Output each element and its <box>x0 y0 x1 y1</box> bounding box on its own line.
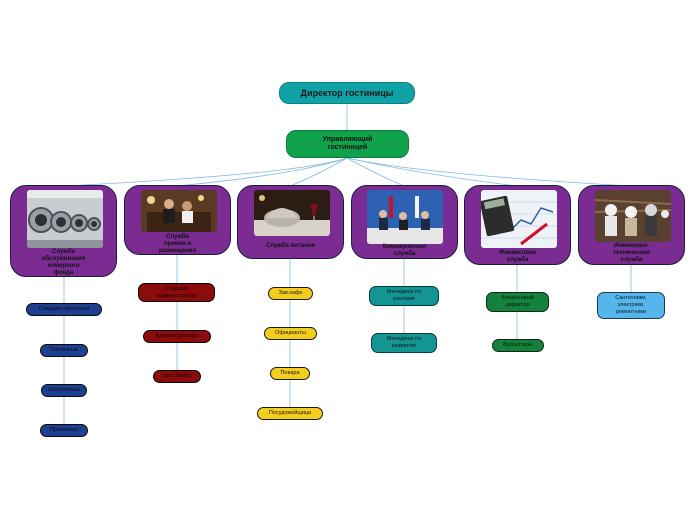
dept-label: Служба приема и размещения <box>159 234 196 254</box>
dept-housekeeping[interactable]: Служба обслуживания номерного фонда <box>10 185 117 277</box>
manager-label: Управляющий гостиницей <box>322 136 373 151</box>
dept-label: Инженерно-техническая служба <box>613 243 650 263</box>
sub-node-maids[interactable]: Горничные <box>40 344 88 357</box>
finance-calculator-photo <box>481 190 557 248</box>
dept-reception[interactable]: Служба приема и размещения <box>124 185 231 255</box>
sub-node-admins[interactable]: Администраторы <box>143 330 211 343</box>
sub-node-senior-maid[interactable]: Старшая горничная <box>26 303 102 316</box>
sub-label: Менеджер по развитию <box>386 336 422 349</box>
dept-engineering[interactable]: Инженерно-техническая служба <box>578 185 685 265</box>
sub-node-cafe-manager[interactable]: Зав.кафе <box>268 287 313 300</box>
sub-node-accountants[interactable]: Бухгалтеры <box>492 339 544 352</box>
dept-label: Служба питания <box>266 243 315 249</box>
director-node[interactable]: Директор гостиницы <box>279 82 415 104</box>
dept-commercial[interactable]: Коммерческая служба <box>351 185 458 259</box>
sub-node-ad-manager[interactable]: Менеджер по рекламе <box>369 286 439 306</box>
sub-node-dev-manager[interactable]: Менеджер по развитию <box>371 333 437 353</box>
sub-label: Менеджер по рекламе <box>386 289 422 302</box>
manager-node[interactable]: Управляющий гостиницей <box>286 130 409 158</box>
washing-machines-photo <box>27 190 103 248</box>
sub-node-senior-admin[interactable]: Старший администратор <box>138 283 215 302</box>
sub-label: Сантехники, электрики, ремонтники <box>615 295 647 315</box>
restaurant-dish-photo <box>254 190 330 236</box>
technicians-photo <box>595 190 671 242</box>
conference-photo <box>367 190 443 244</box>
dept-finance[interactable]: Финансовая служба <box>464 185 571 265</box>
dept-label: Служба обслуживания номерного фонда <box>41 249 86 276</box>
reception-photo <box>141 190 217 232</box>
sub-node-linen-keeper[interactable]: Кастелянша <box>41 384 87 397</box>
sub-node-waiters[interactable]: Официанты <box>264 327 317 340</box>
sub-node-technicians[interactable]: Сантехники, электрики, ремонтники <box>597 292 665 319</box>
sub-label: Финансовый директор <box>501 295 534 308</box>
sub-node-cooks[interactable]: Повара <box>270 367 310 380</box>
sub-node-cfo[interactable]: Финансовый директор <box>486 292 549 312</box>
sub-node-dishwasher[interactable]: Посудомойщица <box>257 407 323 420</box>
dept-label: Коммерческая служба <box>383 244 426 257</box>
sub-label: Старший администратор <box>156 285 197 299</box>
sub-node-doorman[interactable]: Зав.Швейц <box>153 370 201 383</box>
dept-food[interactable]: Служба питания <box>237 185 344 259</box>
dept-label: Финансовая служба <box>499 250 536 263</box>
sub-node-laundry[interactable]: Прачечная <box>40 424 88 437</box>
